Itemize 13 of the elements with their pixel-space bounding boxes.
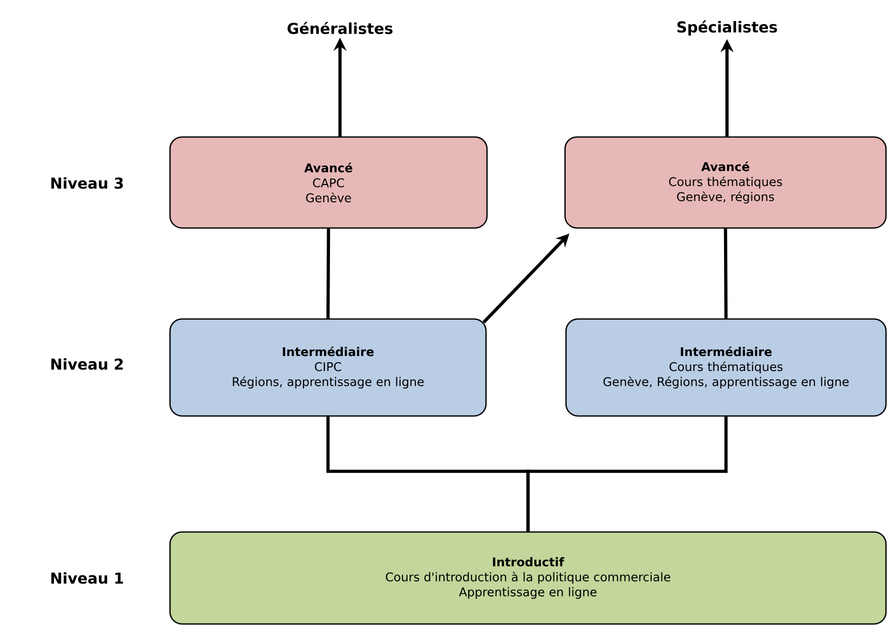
- level-label: Niveau 1: [51, 572, 124, 584]
- level-box: Intermédiaire CIPC Régions, apprentissage en ligne: [169, 318, 487, 417]
- connector-line: [326, 228, 330, 318]
- level-box: Avancé CAPC Genève: [169, 136, 488, 229]
- heading: Généralistes: [288, 22, 392, 34]
- connector-line: [724, 228, 728, 318]
- level-label: Niveau 3: [51, 177, 123, 189]
- heading: Spécialistes: [677, 20, 777, 36]
- connector-line: [526, 416, 728, 532]
- level-label: Niveau 2: [51, 358, 123, 370]
- level-box: Avancé Cours thématiques Genève, régions: [564, 136, 887, 229]
- level-box: Intermédiaire Cours thématiques Genève, Régions, apprentissage en ligne: [565, 318, 887, 417]
- level-box: Introductif Cours d'introduction à la politique commerciale Apprentissage en ligne: [169, 531, 887, 625]
